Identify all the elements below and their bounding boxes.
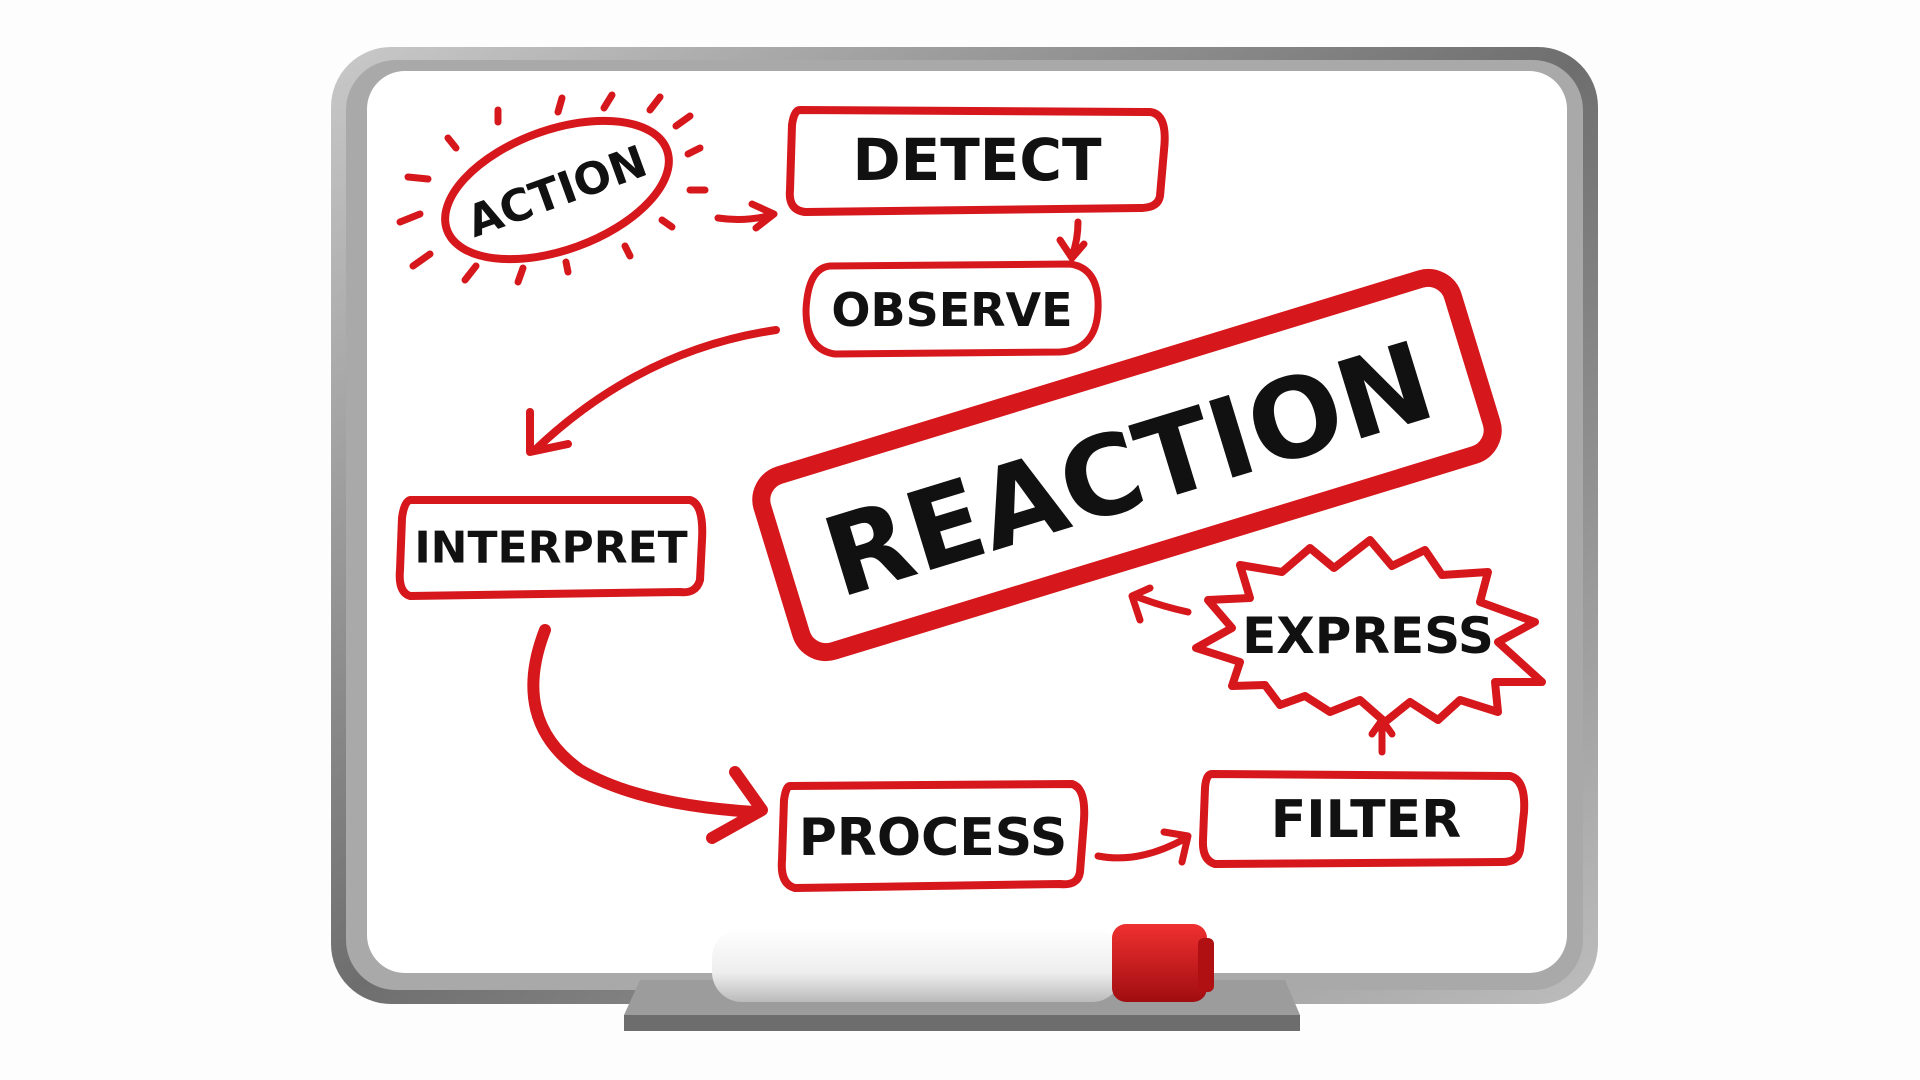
label-detect: DETECT	[852, 126, 1102, 194]
label-express: EXPRESS	[1242, 607, 1494, 665]
label-filter: FILTER	[1271, 790, 1461, 850]
node-detect: DETECT	[785, 106, 1169, 216]
node-process: PROCESS	[777, 780, 1089, 892]
node-filter: FILTER	[1198, 770, 1529, 868]
label-observe: OBSERVE	[831, 283, 1072, 337]
marker-icon	[712, 924, 1214, 1002]
label-process: PROCESS	[799, 808, 1068, 868]
arrow-observe-interpret	[526, 326, 780, 456]
node-observe: OBSERVE	[802, 260, 1102, 358]
arrow-action-detect	[714, 200, 778, 232]
arrow-detect-observe	[1056, 218, 1088, 262]
arrow-interpret-process	[527, 624, 768, 844]
node-interpret: INTERPRET	[395, 496, 707, 600]
arrow-filter-express	[1368, 716, 1396, 756]
node-express: EXPRESS	[1192, 536, 1546, 726]
burst-rays	[396, 91, 709, 286]
whiteboard-frame	[331, 47, 1598, 1004]
arrow-process-filter	[1094, 828, 1192, 866]
label-interpret: INTERPRET	[414, 523, 687, 574]
arrow-express-reaction	[1128, 584, 1192, 624]
